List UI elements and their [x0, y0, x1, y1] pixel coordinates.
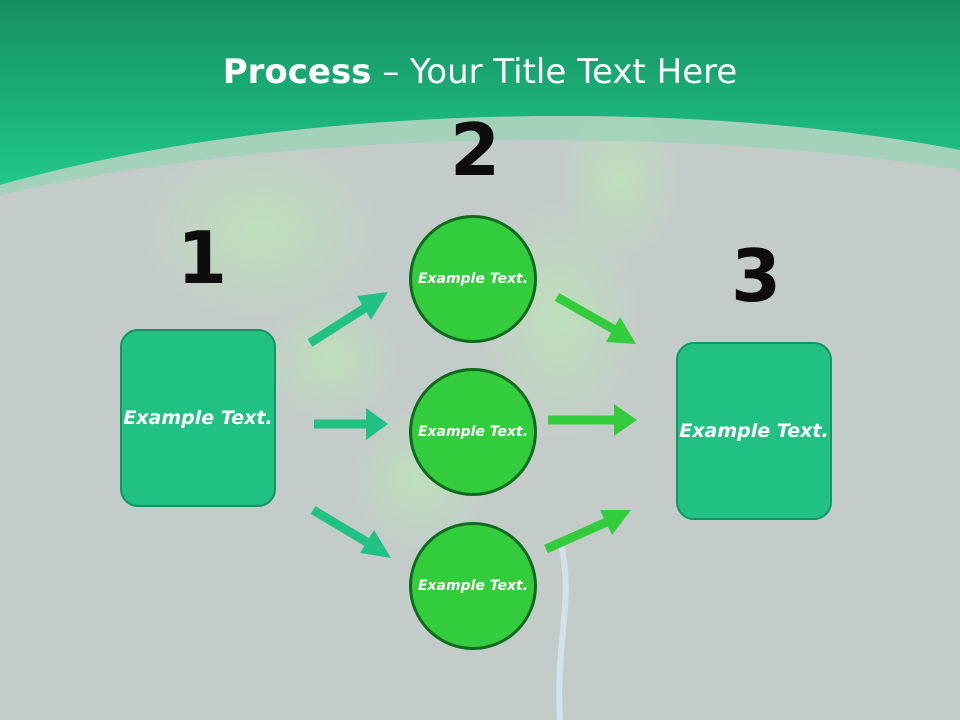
step1-box-label: Example Text.	[123, 406, 273, 429]
step-number-2: 2	[450, 108, 501, 192]
slide-title: Process – Your Title Text Here	[0, 52, 960, 92]
arrow-right-top	[554, 293, 636, 344]
arrow-right-middle	[548, 404, 637, 436]
arrow-left-bottom	[310, 506, 391, 558]
step-number-1: 1	[177, 216, 228, 300]
step2-circle-top: Example Text.	[409, 215, 537, 343]
step2-circle-middle: Example Text.	[409, 368, 537, 496]
arrow-right-bottom	[544, 510, 631, 554]
arrow-left-middle	[314, 408, 388, 440]
arrow-left-top	[307, 292, 388, 347]
title-bold: Process	[222, 52, 372, 92]
step-number-3: 3	[731, 234, 782, 318]
step1-box: Example Text.	[120, 329, 276, 507]
step2-circle-bottom: Example Text.	[409, 522, 537, 650]
step3-box: Example Text.	[676, 342, 832, 520]
step3-box-label: Example Text.	[679, 419, 829, 442]
circle-bottom-label: Example Text.	[417, 577, 529, 594]
circle-top-label: Example Text.	[417, 270, 529, 287]
title-rest: – Your Title Text Here	[371, 52, 738, 92]
circle-middle-label: Example Text.	[417, 423, 529, 440]
